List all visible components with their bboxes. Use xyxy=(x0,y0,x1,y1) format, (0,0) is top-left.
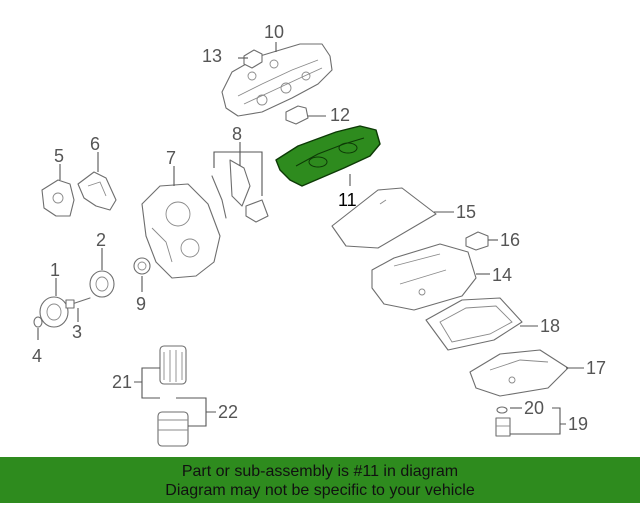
callout-6: 6 xyxy=(90,134,100,154)
callout-1: 1 xyxy=(50,260,60,280)
part-9-seal[interactable] xyxy=(133,257,151,275)
part-3-bolt[interactable] xyxy=(65,297,91,309)
part-21-oil-filter[interactable] xyxy=(159,345,187,385)
part-2-pulley[interactable] xyxy=(89,270,115,298)
part-7-timing-cover[interactable] xyxy=(141,183,221,279)
banner-line-2: Diagram may not be specific to your vehi… xyxy=(165,482,475,499)
callout-5: 5 xyxy=(54,146,64,166)
callout-14: 14 xyxy=(492,265,512,285)
callout-17: 17 xyxy=(586,358,606,378)
callout-8: 8 xyxy=(232,124,242,144)
part-22-filter-housing[interactable] xyxy=(157,411,189,447)
callout-7: 7 xyxy=(166,148,176,168)
part-8-brackets[interactable] xyxy=(211,159,269,223)
notice-banner: Part or sub-assembly is #11 in diagram D… xyxy=(0,457,640,503)
part-18-gasket[interactable] xyxy=(425,297,523,351)
part-17-oil-pan-lower[interactable] xyxy=(469,349,569,397)
callout-10: 10 xyxy=(264,22,284,42)
part-5-cover[interactable] xyxy=(41,179,75,217)
callout-3: 3 xyxy=(72,322,82,342)
callout-2: 2 xyxy=(96,230,106,250)
part-14-oil-pan-upper[interactable] xyxy=(371,243,477,311)
callout-15: 15 xyxy=(456,202,476,222)
callout-4: 4 xyxy=(32,346,42,366)
part-16-sensor[interactable] xyxy=(465,231,489,251)
parts-diagram-svg: 13 10 12 11 8 7 6 5 2 1 3 4 9 15 16 14 1… xyxy=(32,22,606,447)
parts-diagram: 13 10 12 11 8 7 6 5 2 1 3 4 9 15 16 14 1… xyxy=(32,22,606,447)
part-13-cap[interactable] xyxy=(243,49,263,69)
callout-21: 21 xyxy=(112,372,132,392)
part-12-gasket[interactable] xyxy=(285,105,309,125)
callout-19: 19 xyxy=(568,414,588,434)
part-6-cover[interactable] xyxy=(77,171,117,211)
leader-lines xyxy=(37,42,584,435)
callout-13: 13 xyxy=(202,46,222,66)
part-10-valve-cover[interactable] xyxy=(221,43,333,117)
callout-20: 20 xyxy=(524,398,544,418)
banner-line-1: Part or sub-assembly is #11 in diagram xyxy=(181,463,459,480)
part-4-washer[interactable] xyxy=(33,316,43,328)
part-20-washer[interactable] xyxy=(496,406,508,414)
callout-9: 9 xyxy=(136,294,146,314)
part-11-gasket-highlighted[interactable] xyxy=(275,125,381,187)
callout-22: 22 xyxy=(218,402,238,422)
part-19-drain-plug[interactable] xyxy=(495,417,511,437)
callout-12: 12 xyxy=(330,105,350,125)
callout-16: 16 xyxy=(500,230,520,250)
callout-11: 11 xyxy=(338,190,357,210)
part-15-gasket[interactable] xyxy=(331,187,437,249)
callout-18: 18 xyxy=(540,316,560,336)
part-1-damper[interactable] xyxy=(39,296,69,328)
